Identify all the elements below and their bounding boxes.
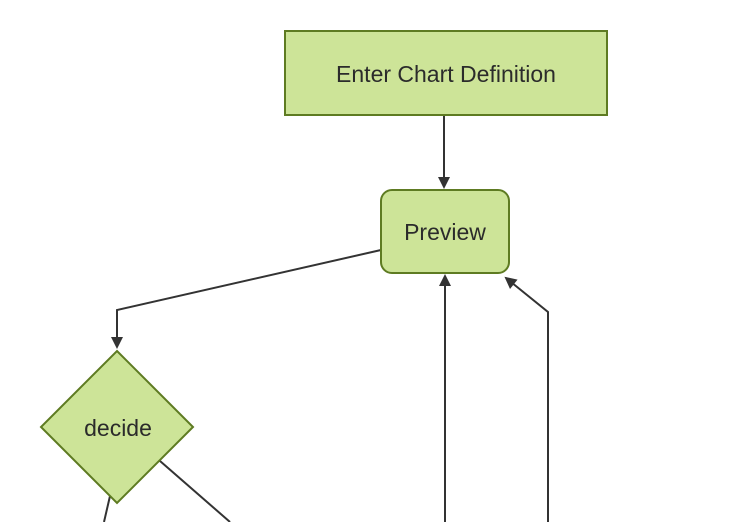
node-decide-shape (39, 349, 195, 505)
edge-decide-out-bottom-right (159, 460, 231, 522)
node-enter-chart-definition: Enter Chart Definition (284, 30, 608, 116)
node-preview-label: Preview (404, 219, 486, 245)
node-decide: decide (39, 349, 195, 505)
edge-decide-out-bottom-left (103, 495, 111, 522)
node-enter-chart-definition-label: Enter Chart Definition (336, 61, 556, 87)
node-decide-label: decide (84, 415, 152, 441)
node-preview-shape (380, 189, 510, 274)
edge-bottom-right-to-preview (504, 276, 549, 522)
edge-preview-to-decide (111, 249, 382, 349)
node-preview: Preview (380, 189, 510, 274)
node-enter-chart-definition-shape (284, 30, 608, 116)
